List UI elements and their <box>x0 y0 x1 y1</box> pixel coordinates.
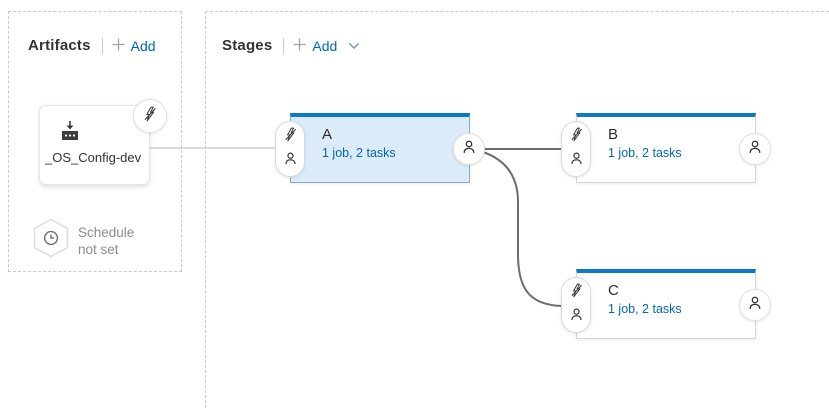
stage-jobs-link[interactable]: 1 job, 2 tasks <box>322 146 396 160</box>
person-icon <box>747 139 763 160</box>
person-icon <box>569 151 584 171</box>
artifacts-title: Artifacts <box>28 37 91 54</box>
artifact-name: _OS_Config-dev <box>45 150 142 165</box>
plus-icon <box>293 38 306 54</box>
stage-jobs-link[interactable]: 1 job, 2 tasks <box>608 302 682 316</box>
stages-title: Stages <box>222 37 273 54</box>
schedule-hexagon-badge <box>32 218 70 263</box>
stage-card-b[interactable]: B 1 job, 2 tasks <box>576 113 756 183</box>
lightning-slash-icon <box>142 106 158 127</box>
lightning-slash-icon <box>283 127 298 147</box>
artifacts-panel <box>8 11 182 272</box>
stages-panel <box>205 11 829 408</box>
post-deploy-approvals-badge-a[interactable] <box>453 133 485 165</box>
post-deploy-approvals-badge-b[interactable] <box>739 133 771 165</box>
person-icon <box>461 139 477 160</box>
header-separator <box>101 37 103 54</box>
pre-deploy-conditions-badge-c[interactable] <box>561 277 591 333</box>
schedule-line1: Schedule <box>78 224 135 240</box>
artifacts-header: Artifacts Add <box>28 37 156 54</box>
post-deploy-approvals-badge-c[interactable] <box>739 289 771 321</box>
stage-card-c[interactable]: C 1 job, 2 tasks <box>576 269 756 339</box>
schedule-line2: not set <box>78 241 119 257</box>
add-stage-button[interactable]: Add <box>293 38 360 54</box>
stage-name: C <box>608 282 619 299</box>
stage-jobs-link[interactable]: 1 job, 2 tasks <box>608 146 682 160</box>
pre-deploy-conditions-badge-b[interactable] <box>561 121 591 177</box>
person-icon <box>283 151 298 171</box>
clock-icon <box>43 230 59 246</box>
add-artifact-label: Add <box>130 37 156 54</box>
artifact-card[interactable]: _OS_Config-dev <box>39 105 150 185</box>
stage-name: B <box>608 126 619 143</box>
add-stage-label: Add <box>312 37 338 54</box>
plus-icon <box>112 38 125 54</box>
lightning-slash-icon <box>569 127 584 147</box>
build-icon <box>59 120 144 144</box>
stage-name: A <box>322 126 333 143</box>
stage-card-a[interactable]: A 1 job, 2 tasks <box>290 113 470 183</box>
person-icon <box>569 307 584 327</box>
add-artifact-button[interactable]: Add <box>112 38 156 54</box>
stages-header: Stages Add <box>222 37 360 54</box>
cd-trigger-badge[interactable] <box>133 99 167 133</box>
header-separator <box>283 37 285 54</box>
pre-deploy-conditions-badge-a[interactable] <box>275 121 305 177</box>
lightning-slash-icon <box>569 283 584 303</box>
schedule-trigger[interactable]: Schedule not set <box>32 218 134 263</box>
schedule-label: Schedule not set <box>78 224 134 258</box>
person-icon <box>747 295 763 316</box>
chevron-down-icon[interactable] <box>348 42 360 50</box>
